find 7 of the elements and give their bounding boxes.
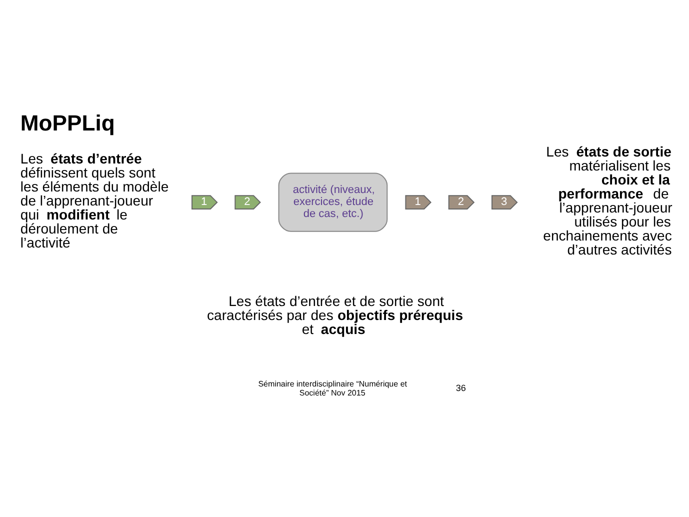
- label: 36: [456, 383, 466, 394]
- label: Les états d’entrée et de sortie sont caractérisés par des objectifs prérequis et acquis: [207, 292, 464, 337]
- node-box: activité (niveaux, exercices, étude de cas, etc.): [278, 172, 388, 232]
- label: Séminaire interdisciplinaire “Numérique et Société” Nov 2015: [258, 379, 408, 398]
- diagram-title: MoPPLiq: [20, 110, 115, 136]
- label: Les états d’entrée définissent quels sont les éléments du modèle de l’apprenant-joueur qui modifient le déroulement de l’activité: [20, 150, 169, 251]
- label: Les états de sortie matérialisent les choix et la performance de l’apprenant-joueur utilisés pour les enchainements avec d’autres activités: [543, 143, 672, 258]
